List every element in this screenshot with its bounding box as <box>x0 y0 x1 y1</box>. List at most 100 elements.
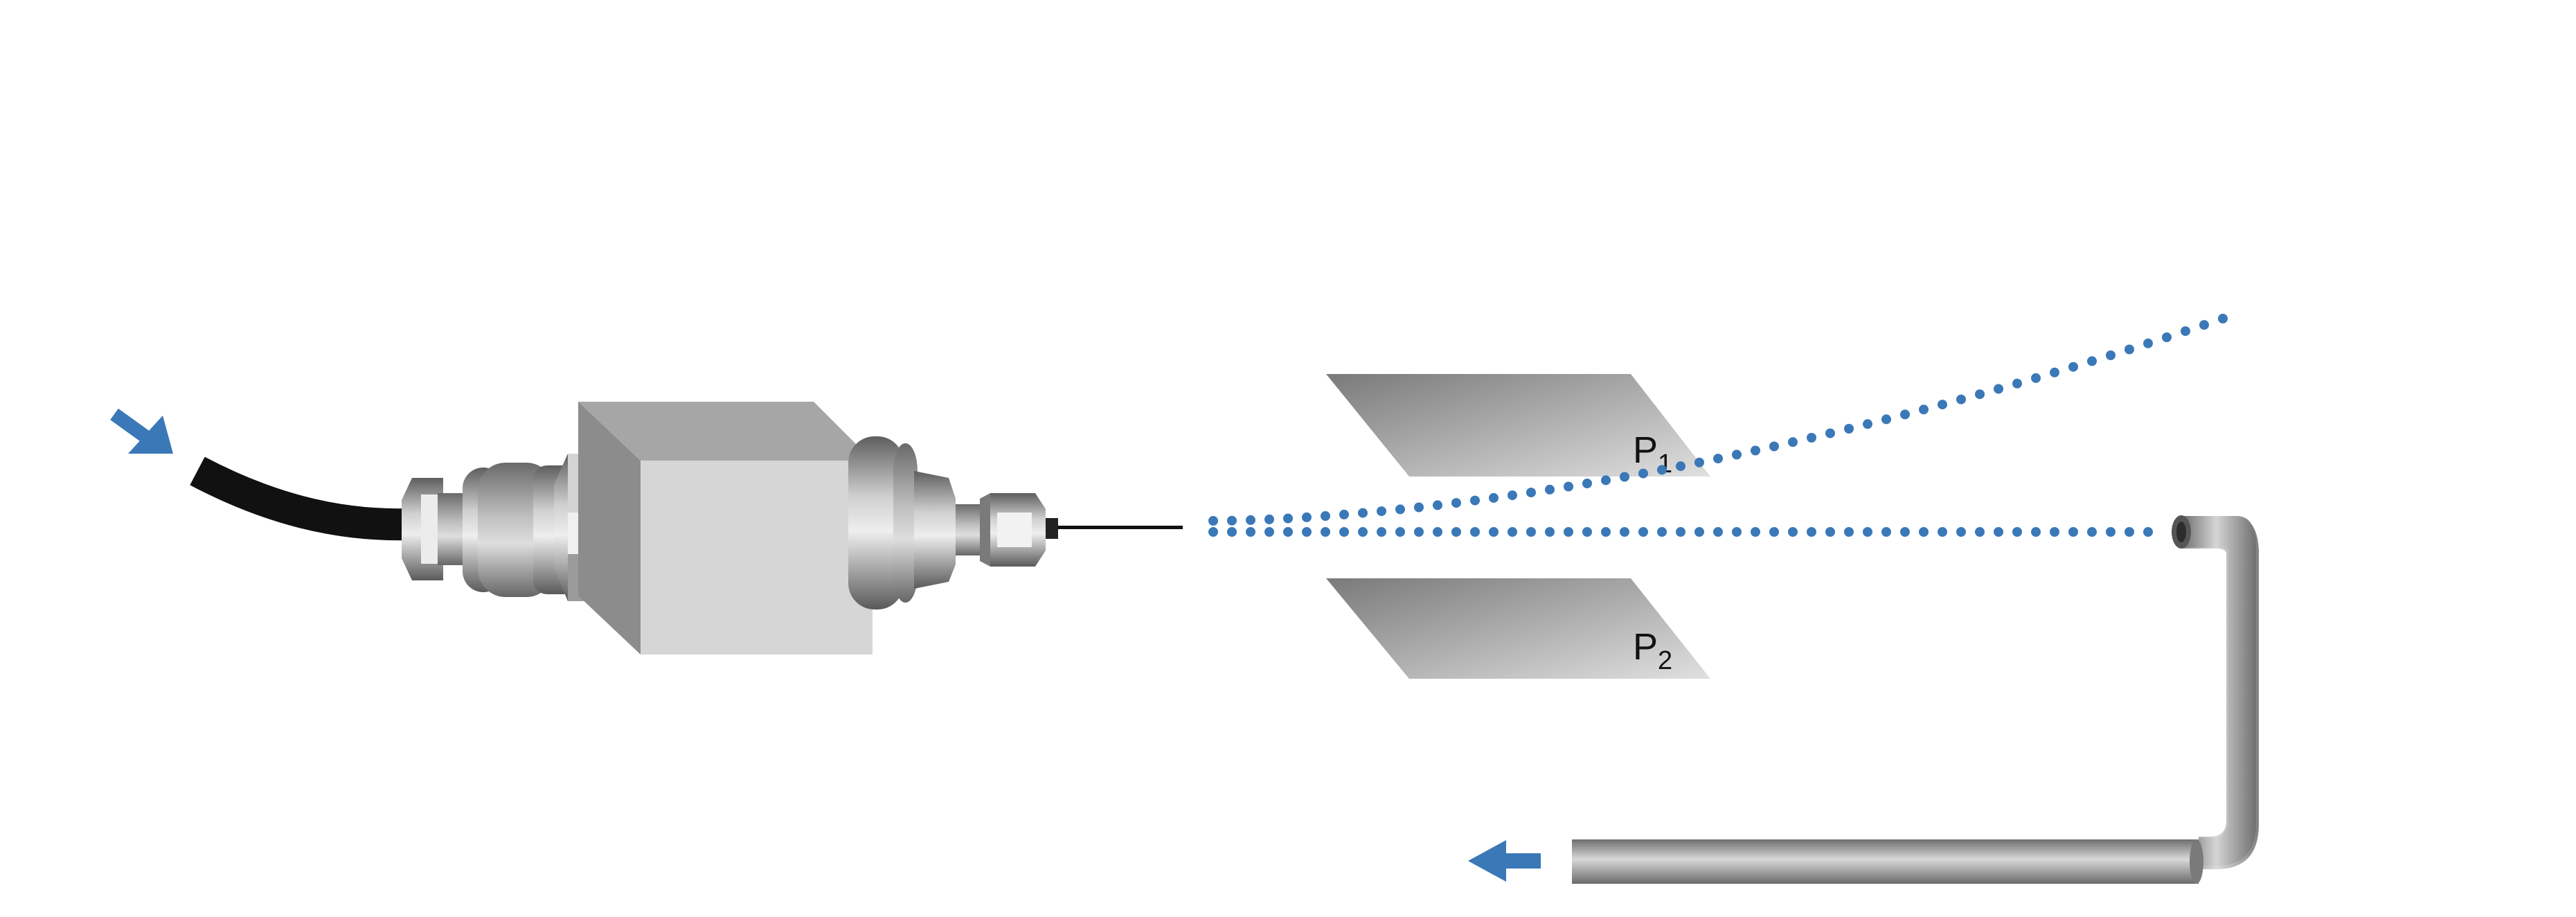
droplet <box>1620 472 1629 482</box>
droplet <box>1339 509 1349 519</box>
outlet-arrow-icon <box>1468 840 1541 882</box>
droplet <box>1900 409 1910 420</box>
deflected-droplet-stream <box>1208 314 2228 526</box>
droplet <box>1582 479 1592 488</box>
droplet <box>1825 527 1835 537</box>
droplet <box>1788 527 1798 537</box>
droplet <box>1395 527 1405 537</box>
droplet <box>1732 527 1742 537</box>
droplet <box>1825 428 1835 438</box>
droplet <box>1283 513 1293 524</box>
droplet <box>1601 527 1611 537</box>
droplet <box>2068 362 2078 372</box>
droplet <box>1975 389 1985 400</box>
droplet <box>1956 394 1966 404</box>
droplet <box>1657 465 1667 475</box>
droplet <box>1264 514 1274 524</box>
droplet <box>1956 527 1966 537</box>
droplet <box>1283 527 1293 537</box>
droplet <box>1246 515 1255 525</box>
droplet <box>1881 527 1891 537</box>
droplet <box>2050 527 2059 537</box>
droplet <box>1620 527 1629 537</box>
nozzle-body-block <box>578 402 873 655</box>
droplet <box>1321 527 1330 537</box>
droplet <box>1994 527 2003 537</box>
droplet <box>2050 367 2059 377</box>
deflection-plate-p1: P1 <box>1326 374 1710 479</box>
droplet <box>1433 500 1442 510</box>
droplet <box>2087 527 2097 537</box>
droplet <box>1769 527 1779 537</box>
droplet <box>1489 492 1499 503</box>
droplet <box>2087 356 2097 366</box>
droplet <box>1302 512 1312 522</box>
droplet <box>2218 314 2228 323</box>
droplet <box>1358 527 1368 537</box>
droplet <box>1377 506 1386 517</box>
feed-tube <box>190 456 409 541</box>
droplet <box>1264 527 1274 537</box>
droplet <box>1526 488 1536 498</box>
inlet-arrow-icon <box>110 408 173 454</box>
droplet <box>1227 515 1237 526</box>
droplet <box>1807 433 1816 443</box>
droplet <box>2031 527 2041 537</box>
deflection-plate-p2: P2 <box>1326 578 1710 679</box>
droplet <box>1713 454 1723 464</box>
droplet <box>1208 516 1218 526</box>
droplet <box>1508 490 1517 501</box>
droplet <box>1414 502 1424 513</box>
nozzle-assembly <box>848 436 1183 609</box>
droplet <box>1414 527 1424 537</box>
droplet <box>1508 527 1517 537</box>
plate-p2-label: P2 <box>1633 626 1672 675</box>
droplet <box>1919 404 1929 415</box>
droplet <box>2162 332 2172 342</box>
droplet <box>1900 527 1910 537</box>
droplet <box>2012 527 2022 537</box>
droplet <box>1433 527 1442 537</box>
droplet <box>1451 498 1461 508</box>
droplet <box>1975 527 1985 537</box>
droplet <box>1694 527 1704 537</box>
droplet <box>2143 338 2153 348</box>
droplet <box>1844 424 1854 434</box>
droplet <box>2143 527 2153 537</box>
droplet <box>1994 384 2003 394</box>
droplet <box>2106 350 2116 360</box>
droplet <box>1358 508 1368 518</box>
droplet <box>1302 527 1312 537</box>
droplet <box>2012 378 2022 389</box>
droplet <box>1713 527 1723 537</box>
droplet <box>1470 527 1480 537</box>
droplet <box>1564 481 1573 492</box>
droplet <box>1638 527 1648 537</box>
droplet <box>1694 457 1704 468</box>
droplet <box>1732 449 1742 460</box>
droplet <box>1526 527 1536 537</box>
droplet <box>2068 527 2078 537</box>
undeflected-droplet-stream <box>1208 527 2153 537</box>
droplet <box>1751 527 1760 537</box>
droplet <box>1638 468 1648 479</box>
droplet <box>1227 527 1237 537</box>
droplet <box>1676 527 1685 537</box>
droplet <box>2181 326 2190 337</box>
droplet <box>1395 504 1405 515</box>
droplet <box>1339 527 1349 537</box>
droplet <box>2106 527 2116 537</box>
droplet <box>1938 527 1947 537</box>
droplet <box>1545 484 1555 495</box>
droplet <box>1657 527 1667 537</box>
droplet <box>1769 441 1779 452</box>
droplet <box>2199 320 2209 330</box>
droplet <box>1863 419 1872 429</box>
gutter-pipe <box>1572 515 2259 884</box>
droplet <box>2125 527 2134 537</box>
droplet <box>1545 527 1555 537</box>
droplet <box>2031 373 2041 383</box>
droplet <box>1807 527 1816 537</box>
droplet <box>1751 445 1760 456</box>
